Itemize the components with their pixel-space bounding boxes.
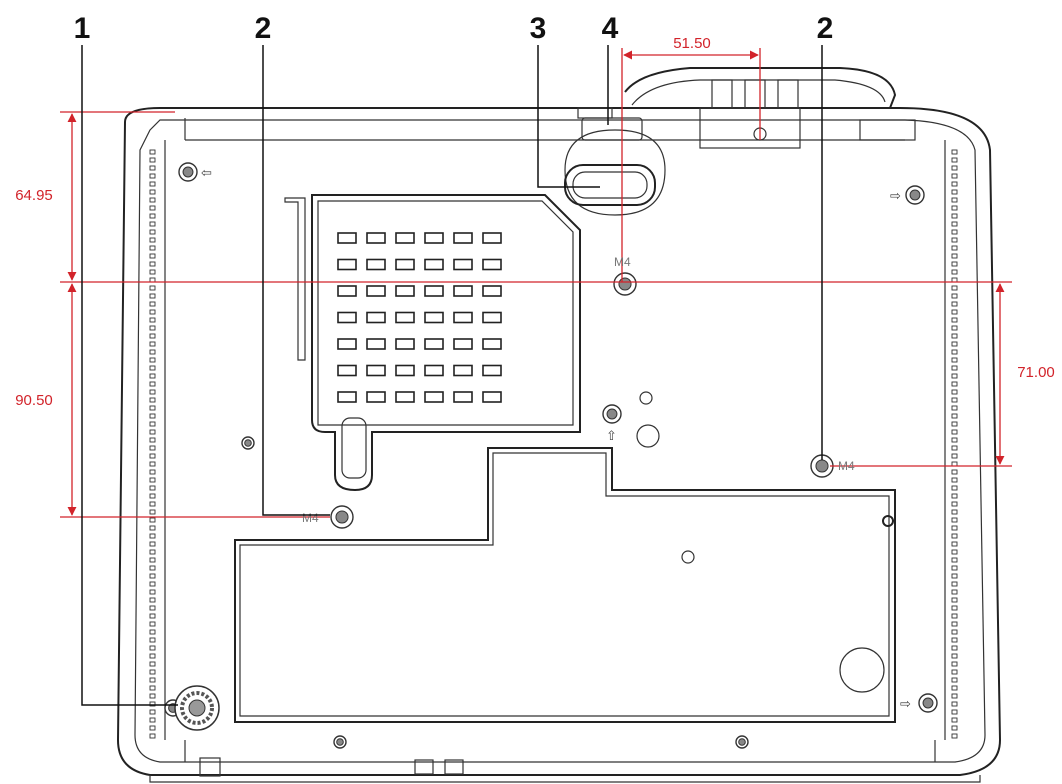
vent-slot <box>337 364 357 377</box>
vent-slot <box>337 311 357 324</box>
vent-slot <box>482 258 502 271</box>
vent-slot <box>453 258 473 271</box>
vent-slot <box>424 285 444 297</box>
arrow-icon: ⇦ <box>201 166 212 181</box>
elevator-button <box>564 107 666 216</box>
vent-slot <box>366 338 386 350</box>
vent-slot <box>482 232 502 244</box>
callout-2-left: 2 <box>255 12 272 45</box>
screws: ⇦⇨⇧⇦⇨ <box>164 162 938 749</box>
vent-slot <box>453 391 473 403</box>
vent-slot <box>366 258 386 271</box>
vent-slot <box>424 338 444 350</box>
vent-slot <box>395 285 415 297</box>
vent-slot <box>453 338 473 350</box>
m4-screw-center <box>613 272 637 296</box>
screw-bottom-right <box>918 693 938 713</box>
vent-slot <box>337 258 357 271</box>
vent-slot <box>395 364 415 377</box>
vent-slot <box>424 391 444 403</box>
screw-bottom-2 <box>735 735 749 749</box>
screw-small-left <box>241 436 255 450</box>
vent-slot <box>337 391 357 403</box>
vent-slot <box>366 364 386 377</box>
vent-slot <box>366 311 386 324</box>
vent-slot <box>366 285 386 297</box>
callout-3: 3 <box>530 12 547 45</box>
callout-4: 4 <box>602 12 619 45</box>
screw-top-left <box>178 162 198 182</box>
vent-slot <box>482 311 502 324</box>
vent-slot <box>482 391 502 403</box>
arrow-icon: ⇨ <box>890 189 901 204</box>
dim-top: 51.50 <box>673 35 711 52</box>
m4-screw-left <box>330 505 354 529</box>
m4-label-left: M4 <box>302 511 319 525</box>
projector-body <box>116 67 1002 783</box>
screw-bottom-1 <box>333 735 347 749</box>
callout-2-right: 2 <box>817 12 834 45</box>
arrow-icon: ⇨ <box>900 697 911 712</box>
adjustable-foot <box>174 685 220 731</box>
vent-slot <box>395 311 415 324</box>
dim-left-lower: 90.50 <box>15 392 53 409</box>
vent-slot <box>424 232 444 244</box>
vent-slot <box>395 338 415 350</box>
vent-slot <box>424 364 444 377</box>
vent-slot <box>453 285 473 297</box>
m4-label-center: M4 <box>614 255 631 269</box>
vent-slot <box>337 285 357 297</box>
callout-leaders <box>81 45 823 706</box>
vent-slot <box>395 232 415 244</box>
dimension-lines <box>60 48 1012 518</box>
screw-top-right <box>905 185 925 205</box>
vent-slot <box>424 258 444 271</box>
vent-panel <box>284 194 581 492</box>
dim-left-upper: 64.95 <box>15 187 53 204</box>
vent-slot <box>337 232 357 244</box>
vent-slot <box>453 232 473 244</box>
vent-slot <box>395 391 415 403</box>
vent-grid <box>337 232 502 403</box>
vent-slot <box>482 338 502 350</box>
dim-right: 71.00 <box>1017 364 1055 381</box>
vent-slot <box>366 232 386 244</box>
left-vent <box>149 149 156 739</box>
cover-panel <box>234 391 896 723</box>
arrow-icon: ⇧ <box>606 429 617 444</box>
vent-slot <box>453 364 473 377</box>
vent-slot <box>482 285 502 297</box>
m4-label-right: M4 <box>838 459 855 473</box>
vent-slot <box>482 364 502 377</box>
screw-center <box>602 404 622 424</box>
vent-slot <box>395 258 415 271</box>
callout-1: 1 <box>74 12 91 45</box>
vent-slot <box>453 311 473 324</box>
right-vent <box>951 149 958 739</box>
m4-screw-right <box>810 454 834 478</box>
vent-slot <box>366 391 386 403</box>
vent-slot <box>337 338 357 350</box>
vent-slot <box>424 311 444 324</box>
